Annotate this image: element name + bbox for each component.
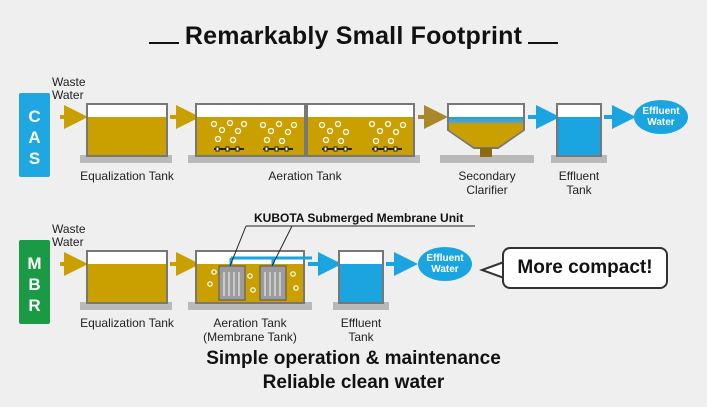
cas-effluent-tank <box>551 103 607 163</box>
mbr-effluent-tank-label: Effluent Tank <box>328 316 394 344</box>
membrane-unit-label: KUBOTA Submerged Membrane Unit <box>254 211 464 225</box>
mbr-effluent-line2: Tank <box>348 330 374 344</box>
more-compact-callout: More compact! <box>502 247 668 289</box>
cas-waste-water-label: Waste Water <box>52 76 86 102</box>
title-text: Remarkably Small Footprint <box>184 22 523 50</box>
cas-badge-letter-1: C <box>28 107 41 126</box>
callout-pointer <box>479 260 505 280</box>
cas-badge-letter-2: A <box>28 128 41 147</box>
cas-equalization-label: Equalization Tank <box>80 169 174 183</box>
mbr-equalization-label: Equalization Tank <box>80 316 174 330</box>
page-title: Remarkably Small Footprint <box>0 22 707 51</box>
mbr-aeration-line2: (Membrane Tank) <box>203 330 297 344</box>
cas-waste-word: Waste <box>52 75 86 89</box>
mbr-aeration-line1: Aeration Tank <box>213 316 287 330</box>
mbr-waste-word: Waste <box>52 222 86 236</box>
mbr-badge-letter-1: M <box>27 254 42 273</box>
cas-badge: C A S <box>19 93 50 177</box>
mbr-effluent-line1: Effluent <box>340 316 382 330</box>
cas-equalization-tank <box>80 103 172 163</box>
mbr-water-word: Water <box>52 235 84 249</box>
cas-aeration-tank <box>188 103 420 163</box>
mbr-aeration-label: Aeration Tank (Membrane Tank) <box>190 316 310 344</box>
cas-water-word: Water <box>52 88 84 102</box>
cas-effluent-water-text: Effluent Water <box>634 106 688 128</box>
cas-effluent-water-bubble <box>634 100 688 134</box>
title-rule-left <box>148 40 179 44</box>
mbr-badge: M B R <box>19 240 50 324</box>
mbr-badge-letter-2: B <box>28 275 41 294</box>
cas-clarifier-label: Secondary Clarifier <box>458 169 516 197</box>
footer-line-2: Reliable clean water <box>262 372 445 393</box>
cas-badge-letter-3: S <box>28 149 41 168</box>
cas-effluent-tank-label: Effluent Tank <box>558 169 600 197</box>
cas-aeration-label: Aeration Tank <box>268 169 342 183</box>
mbr-waste-water-label: Waste Water <box>52 223 86 249</box>
mbr-effluent-tank <box>333 250 389 310</box>
mbr-effluent-water-word: Water <box>431 264 459 275</box>
mbr-effluent-word: Effluent <box>426 253 464 264</box>
cas-secondary-clarifier <box>440 103 534 163</box>
footer-line-1: Simple operation & maintenance <box>206 348 501 369</box>
mbr-aeration-tank <box>188 250 312 310</box>
cas-effluent-water-word: Water <box>647 117 675 128</box>
mbr-equalization-tank <box>80 250 172 310</box>
cas-effluent-word: Effluent <box>642 106 680 117</box>
unit-leader-2 <box>271 225 293 267</box>
mbr-effluent-water-bubble <box>418 247 472 281</box>
mbr-effluent-water-text: Effluent Water <box>418 253 472 275</box>
mbr-badge-letter-3: R <box>28 296 41 315</box>
unit-leader-1 <box>229 225 247 267</box>
title-rule-right <box>528 40 559 44</box>
